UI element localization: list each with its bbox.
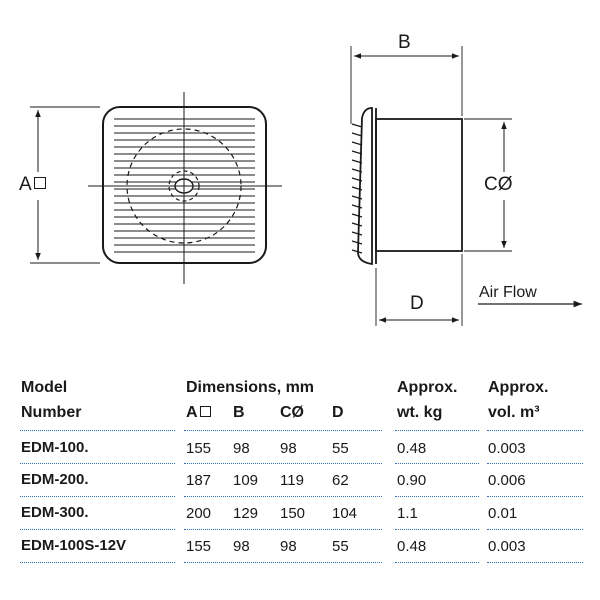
row-b: 109 xyxy=(233,472,259,489)
side-fin xyxy=(351,222,363,227)
side-fin xyxy=(351,240,363,245)
header-col-d: D xyxy=(332,404,344,421)
side-fin xyxy=(351,231,363,236)
row-volume: 0.003 xyxy=(488,440,526,457)
header-weight: Approx. xyxy=(397,379,458,396)
row-c: 150 xyxy=(280,505,306,522)
row-weight: 0.48 xyxy=(397,440,427,457)
row-rule xyxy=(487,529,583,530)
label-a: A xyxy=(19,174,46,196)
row-d: 62 xyxy=(332,472,349,489)
header-number: Number xyxy=(21,404,82,421)
row-rule xyxy=(395,529,479,530)
side-fin xyxy=(351,186,363,191)
row-volume: 0.003 xyxy=(488,538,526,555)
row-rule xyxy=(20,562,175,563)
label-c: CØ xyxy=(484,174,513,195)
header-vol-m3: vol. m³ xyxy=(488,404,540,421)
row-rule xyxy=(395,496,479,497)
square-symbol-icon xyxy=(33,177,46,189)
row-weight: 1.1 xyxy=(397,505,418,522)
row-rule xyxy=(20,463,175,464)
row-d: 55 xyxy=(332,538,349,555)
side-fin xyxy=(351,150,363,155)
header-col-a-text: A xyxy=(186,404,198,421)
row-model: EDM-300. xyxy=(21,504,89,521)
side-fin xyxy=(351,249,363,254)
row-a: 200 xyxy=(186,505,212,522)
row-volume: 0.01 xyxy=(488,505,518,522)
row-c: 98 xyxy=(280,440,297,457)
side-view xyxy=(350,46,582,326)
fan-dimension-drawing xyxy=(30,46,582,326)
header-rule xyxy=(184,430,382,431)
header-wt-kg: wt. kg xyxy=(397,404,443,421)
row-a: 155 xyxy=(186,440,212,457)
side-fin xyxy=(351,123,363,128)
label-b: B xyxy=(398,32,411,53)
row-rule xyxy=(395,562,479,563)
row-d: 55 xyxy=(332,440,349,457)
row-c: 98 xyxy=(280,538,297,555)
side-fin xyxy=(351,195,363,200)
header-rule xyxy=(487,430,583,431)
row-rule xyxy=(487,463,583,464)
side-fins xyxy=(351,123,363,254)
header-rule xyxy=(395,430,479,431)
row-b: 98 xyxy=(233,538,250,555)
row-rule xyxy=(184,496,382,497)
row-rule xyxy=(20,529,175,530)
header-col-c: CØ xyxy=(280,404,304,421)
header-model: Model xyxy=(21,379,68,396)
square-symbol-icon xyxy=(199,406,211,417)
row-model: EDM-200. xyxy=(21,471,89,488)
row-rule xyxy=(487,496,583,497)
row-rule xyxy=(184,529,382,530)
front-view xyxy=(30,92,282,284)
row-model: EDM-100S-12V xyxy=(21,537,127,554)
header-col-b: B xyxy=(233,404,245,421)
row-b: 129 xyxy=(233,505,259,522)
header-dimensions: Dimensions, mm xyxy=(186,379,315,396)
row-volume: 0.006 xyxy=(488,472,526,489)
row-a: 187 xyxy=(186,472,212,489)
row-weight: 0.48 xyxy=(397,538,427,555)
row-model: EDM-100. xyxy=(21,439,89,456)
side-fin xyxy=(351,141,363,146)
row-b: 98 xyxy=(233,440,250,457)
label-airflow: Air Flow xyxy=(479,284,537,301)
row-rule xyxy=(20,496,175,497)
row-a: 155 xyxy=(186,538,212,555)
header-volume: Approx. xyxy=(488,379,549,396)
side-fin xyxy=(351,132,363,137)
row-rule xyxy=(487,562,583,563)
row-d: 104 xyxy=(332,505,358,522)
row-weight: 0.90 xyxy=(397,472,427,489)
header-rule xyxy=(20,430,175,431)
row-rule xyxy=(395,463,479,464)
label-d: D xyxy=(410,293,424,314)
side-spigot xyxy=(375,118,463,252)
header-col-a: A xyxy=(186,404,211,422)
row-rule xyxy=(184,562,382,563)
side-fin xyxy=(351,213,363,218)
label-a-text: A xyxy=(19,174,32,195)
side-fin xyxy=(351,204,363,209)
side-fin xyxy=(351,177,363,182)
row-c: 119 xyxy=(280,472,304,489)
row-rule xyxy=(184,463,382,464)
side-fin xyxy=(351,168,363,173)
side-fin xyxy=(351,159,363,164)
